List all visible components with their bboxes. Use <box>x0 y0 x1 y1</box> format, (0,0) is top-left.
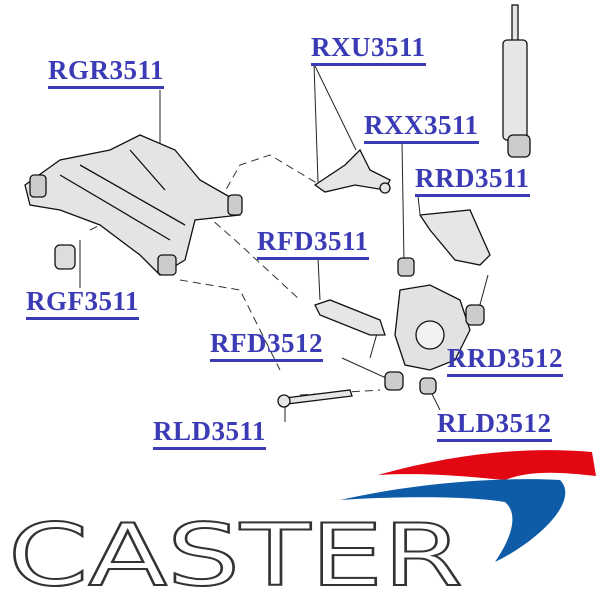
links <box>277 299 386 408</box>
part-label-rld3511[interactable]: RLD3511 <box>153 416 267 450</box>
knuckle <box>384 284 485 395</box>
upper-arm <box>313 148 391 194</box>
subframe <box>24 134 243 276</box>
logo-swoosh-red <box>378 450 596 480</box>
leader-rxu3511-b <box>313 63 357 151</box>
part-label-rxu3511[interactable]: RXU3511 <box>311 32 426 66</box>
part-label-rfd3512[interactable]: RFD3512 <box>210 328 323 362</box>
part-label-rrd3512[interactable]: RRD3512 <box>447 343 563 377</box>
leader-rxu3511-a <box>313 63 319 183</box>
rear-arm <box>397 209 491 277</box>
caster-logo: CASTER <box>7 450 596 600</box>
part-label-rgf3511[interactable]: RGF3511 <box>26 286 140 320</box>
logo-text: CASTER <box>8 506 463 600</box>
part-label-rfd3511[interactable]: RFD3511 <box>257 226 369 260</box>
leader-rxx3511 <box>401 141 405 263</box>
leader-rfd3512-a <box>341 357 387 379</box>
part-label-rgr3511[interactable]: RGR3511 <box>48 55 165 89</box>
part-label-rld3512[interactable]: RLD3512 <box>437 408 552 442</box>
logo-swoosh-blue <box>340 479 566 562</box>
leader-rfd3511 <box>317 257 321 301</box>
bushing-rgf3511 <box>54 244 76 270</box>
part-label-rxx3511[interactable]: RXX3511 <box>364 110 479 144</box>
part-label-rrd3511[interactable]: RRD3511 <box>415 163 530 197</box>
shock-absorber <box>502 4 531 158</box>
leader-rrd3511 <box>417 195 421 215</box>
